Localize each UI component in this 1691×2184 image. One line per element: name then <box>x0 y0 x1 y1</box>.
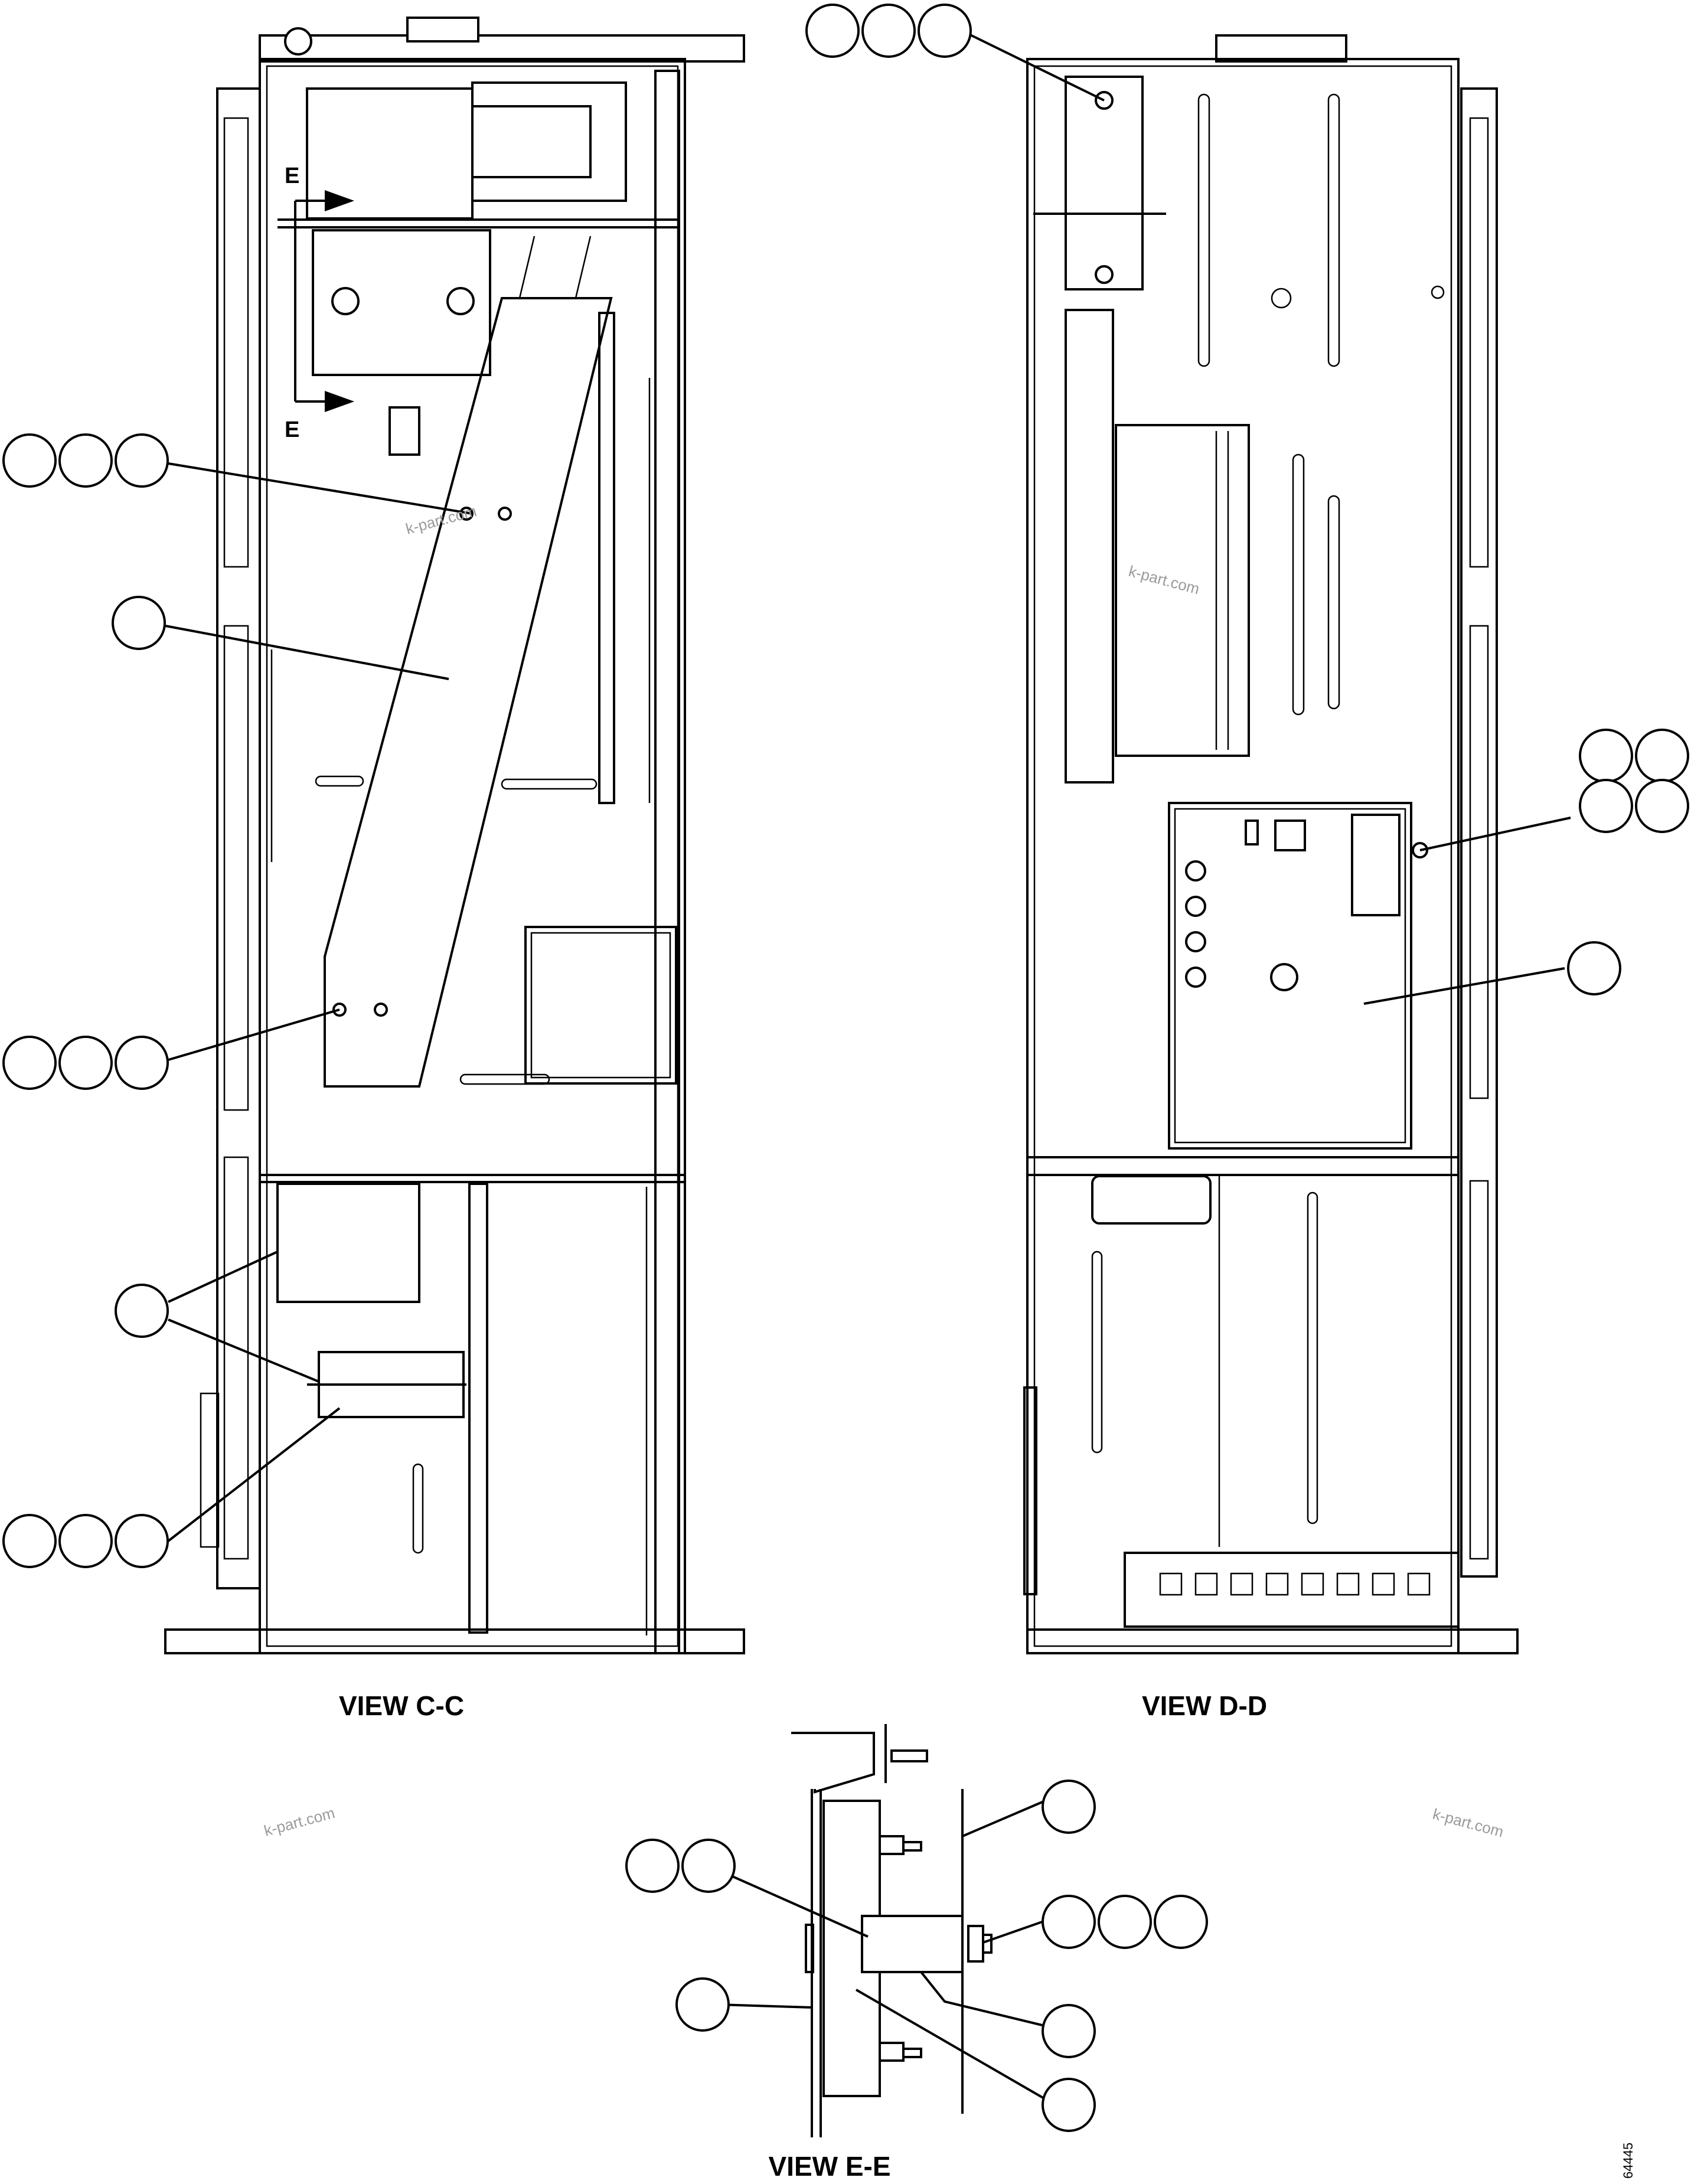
leader-lines <box>165 31 1571 2100</box>
watermark-3: k-part.com <box>262 1804 337 1840</box>
callout-bubbles <box>2 4 1689 2132</box>
watermark-4: k-part.com <box>1431 1805 1505 1841</box>
view-d-d-label: VIEW D-D <box>1142 1690 1267 1721</box>
section-marker-bottom: E <box>285 417 299 442</box>
document-number: 64445 <box>1621 2143 1635 2179</box>
view-d-d-drawing <box>1023 34 1519 1654</box>
view-c-c-drawing: E E <box>164 17 745 1654</box>
section-marker-top: E <box>285 164 299 188</box>
view-e-e-drawing <box>791 1724 993 2137</box>
watermark-1: k-part.com <box>404 502 478 538</box>
view-e-e-label: VIEW E-E <box>768 2151 890 2182</box>
watermark-2: k-part.com <box>1127 562 1201 598</box>
view-c-c-label: VIEW C-C <box>339 1690 464 1721</box>
